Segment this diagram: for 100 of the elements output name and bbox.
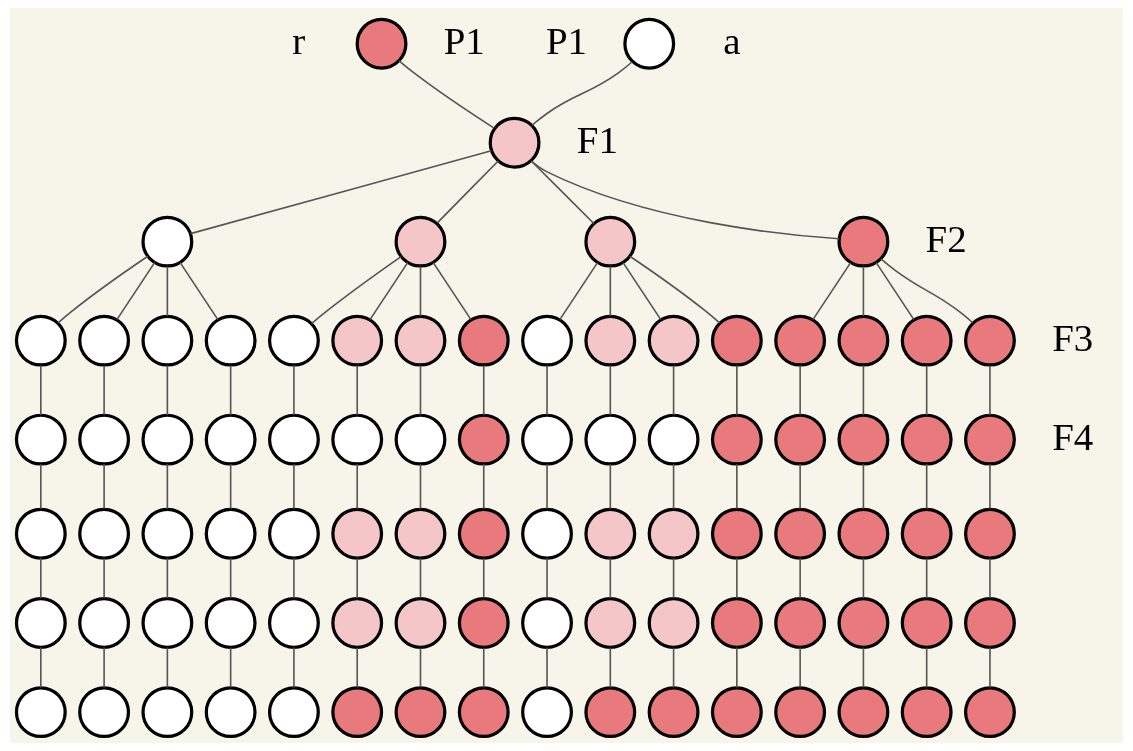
connector	[419, 364, 422, 416]
connector	[482, 463, 485, 510]
node-circle	[774, 413, 827, 466]
connector	[736, 646, 738, 689]
connector	[736, 463, 738, 510]
connector	[229, 463, 232, 510]
connector	[862, 265, 865, 317]
node-circle	[457, 314, 510, 367]
connector	[40, 646, 42, 689]
node-circle	[900, 413, 953, 466]
connector	[229, 557, 232, 599]
connector	[57, 255, 149, 324]
node-circle	[647, 314, 700, 367]
node-circle	[204, 314, 257, 367]
connector	[166, 265, 169, 317]
connector	[356, 646, 358, 689]
node-circle	[331, 686, 384, 739]
connector	[293, 364, 295, 416]
connector	[482, 364, 485, 416]
connector	[672, 463, 675, 510]
connector	[356, 364, 358, 416]
node-circle	[900, 686, 953, 739]
node-circle	[647, 596, 700, 649]
node-circle	[267, 413, 320, 466]
connector	[609, 646, 612, 689]
connector	[862, 646, 865, 689]
node-circle	[204, 507, 257, 560]
node-circle	[584, 413, 637, 466]
connector	[799, 557, 801, 599]
node-circle	[521, 314, 573, 367]
node-circle	[141, 686, 194, 739]
node-circle	[521, 686, 573, 739]
connector	[799, 646, 801, 689]
node-circle	[837, 413, 890, 466]
node-circle	[78, 686, 131, 739]
node-circle	[394, 413, 447, 466]
node-circle	[457, 413, 510, 466]
connector	[166, 646, 169, 689]
connector	[166, 463, 169, 510]
node-circle	[964, 596, 1016, 649]
node-circle	[900, 314, 953, 367]
node-label: r	[292, 18, 306, 62]
connector	[546, 646, 548, 689]
connector	[436, 160, 499, 224]
label: F1	[576, 117, 618, 161]
node-circle	[141, 596, 194, 649]
node-circle	[837, 596, 890, 649]
connector	[546, 557, 548, 599]
connector	[293, 557, 295, 599]
node-circle	[14, 413, 67, 466]
node-circle	[584, 314, 637, 367]
label: F4	[1052, 414, 1094, 458]
connector	[875, 261, 915, 321]
node-circle	[964, 686, 1016, 739]
connector	[166, 557, 169, 599]
node-circle	[710, 507, 763, 560]
label: F3	[1052, 315, 1094, 359]
node-circle	[141, 413, 194, 466]
node-circle	[394, 686, 447, 739]
connector	[310, 256, 402, 325]
connector	[482, 646, 485, 689]
node-circle	[267, 314, 320, 367]
node-circle	[584, 215, 637, 268]
node-circle	[457, 686, 510, 739]
node-circle	[14, 507, 67, 560]
node-circle	[204, 686, 257, 739]
connector	[229, 646, 232, 689]
node-circle	[204, 596, 257, 649]
connector	[672, 557, 675, 599]
connector	[559, 261, 599, 321]
connector	[862, 557, 865, 599]
node-circle	[78, 596, 131, 649]
node-circle	[710, 314, 763, 367]
node-circle	[964, 507, 1016, 560]
connector	[189, 149, 493, 235]
connector	[103, 364, 105, 416]
node-circle	[521, 507, 573, 560]
node-circle	[78, 314, 131, 367]
node-circle	[141, 314, 194, 367]
node-circle	[584, 686, 637, 739]
node-circle	[394, 215, 447, 268]
connector	[925, 646, 928, 689]
node-circle	[331, 507, 384, 560]
connector	[925, 557, 928, 599]
node-circle	[584, 507, 637, 560]
connector	[229, 364, 232, 416]
node-circle	[623, 17, 676, 70]
connector	[103, 646, 105, 689]
connector	[989, 463, 991, 510]
connector	[799, 364, 801, 416]
connector	[629, 255, 721, 324]
connector	[432, 261, 472, 321]
node-label: P1	[443, 18, 485, 62]
node-circle	[964, 413, 1016, 466]
connector	[179, 261, 219, 321]
node-circle	[204, 413, 257, 466]
node-circle	[837, 686, 890, 739]
node-circle	[964, 314, 1016, 367]
connector	[989, 557, 991, 599]
connector	[925, 364, 928, 416]
